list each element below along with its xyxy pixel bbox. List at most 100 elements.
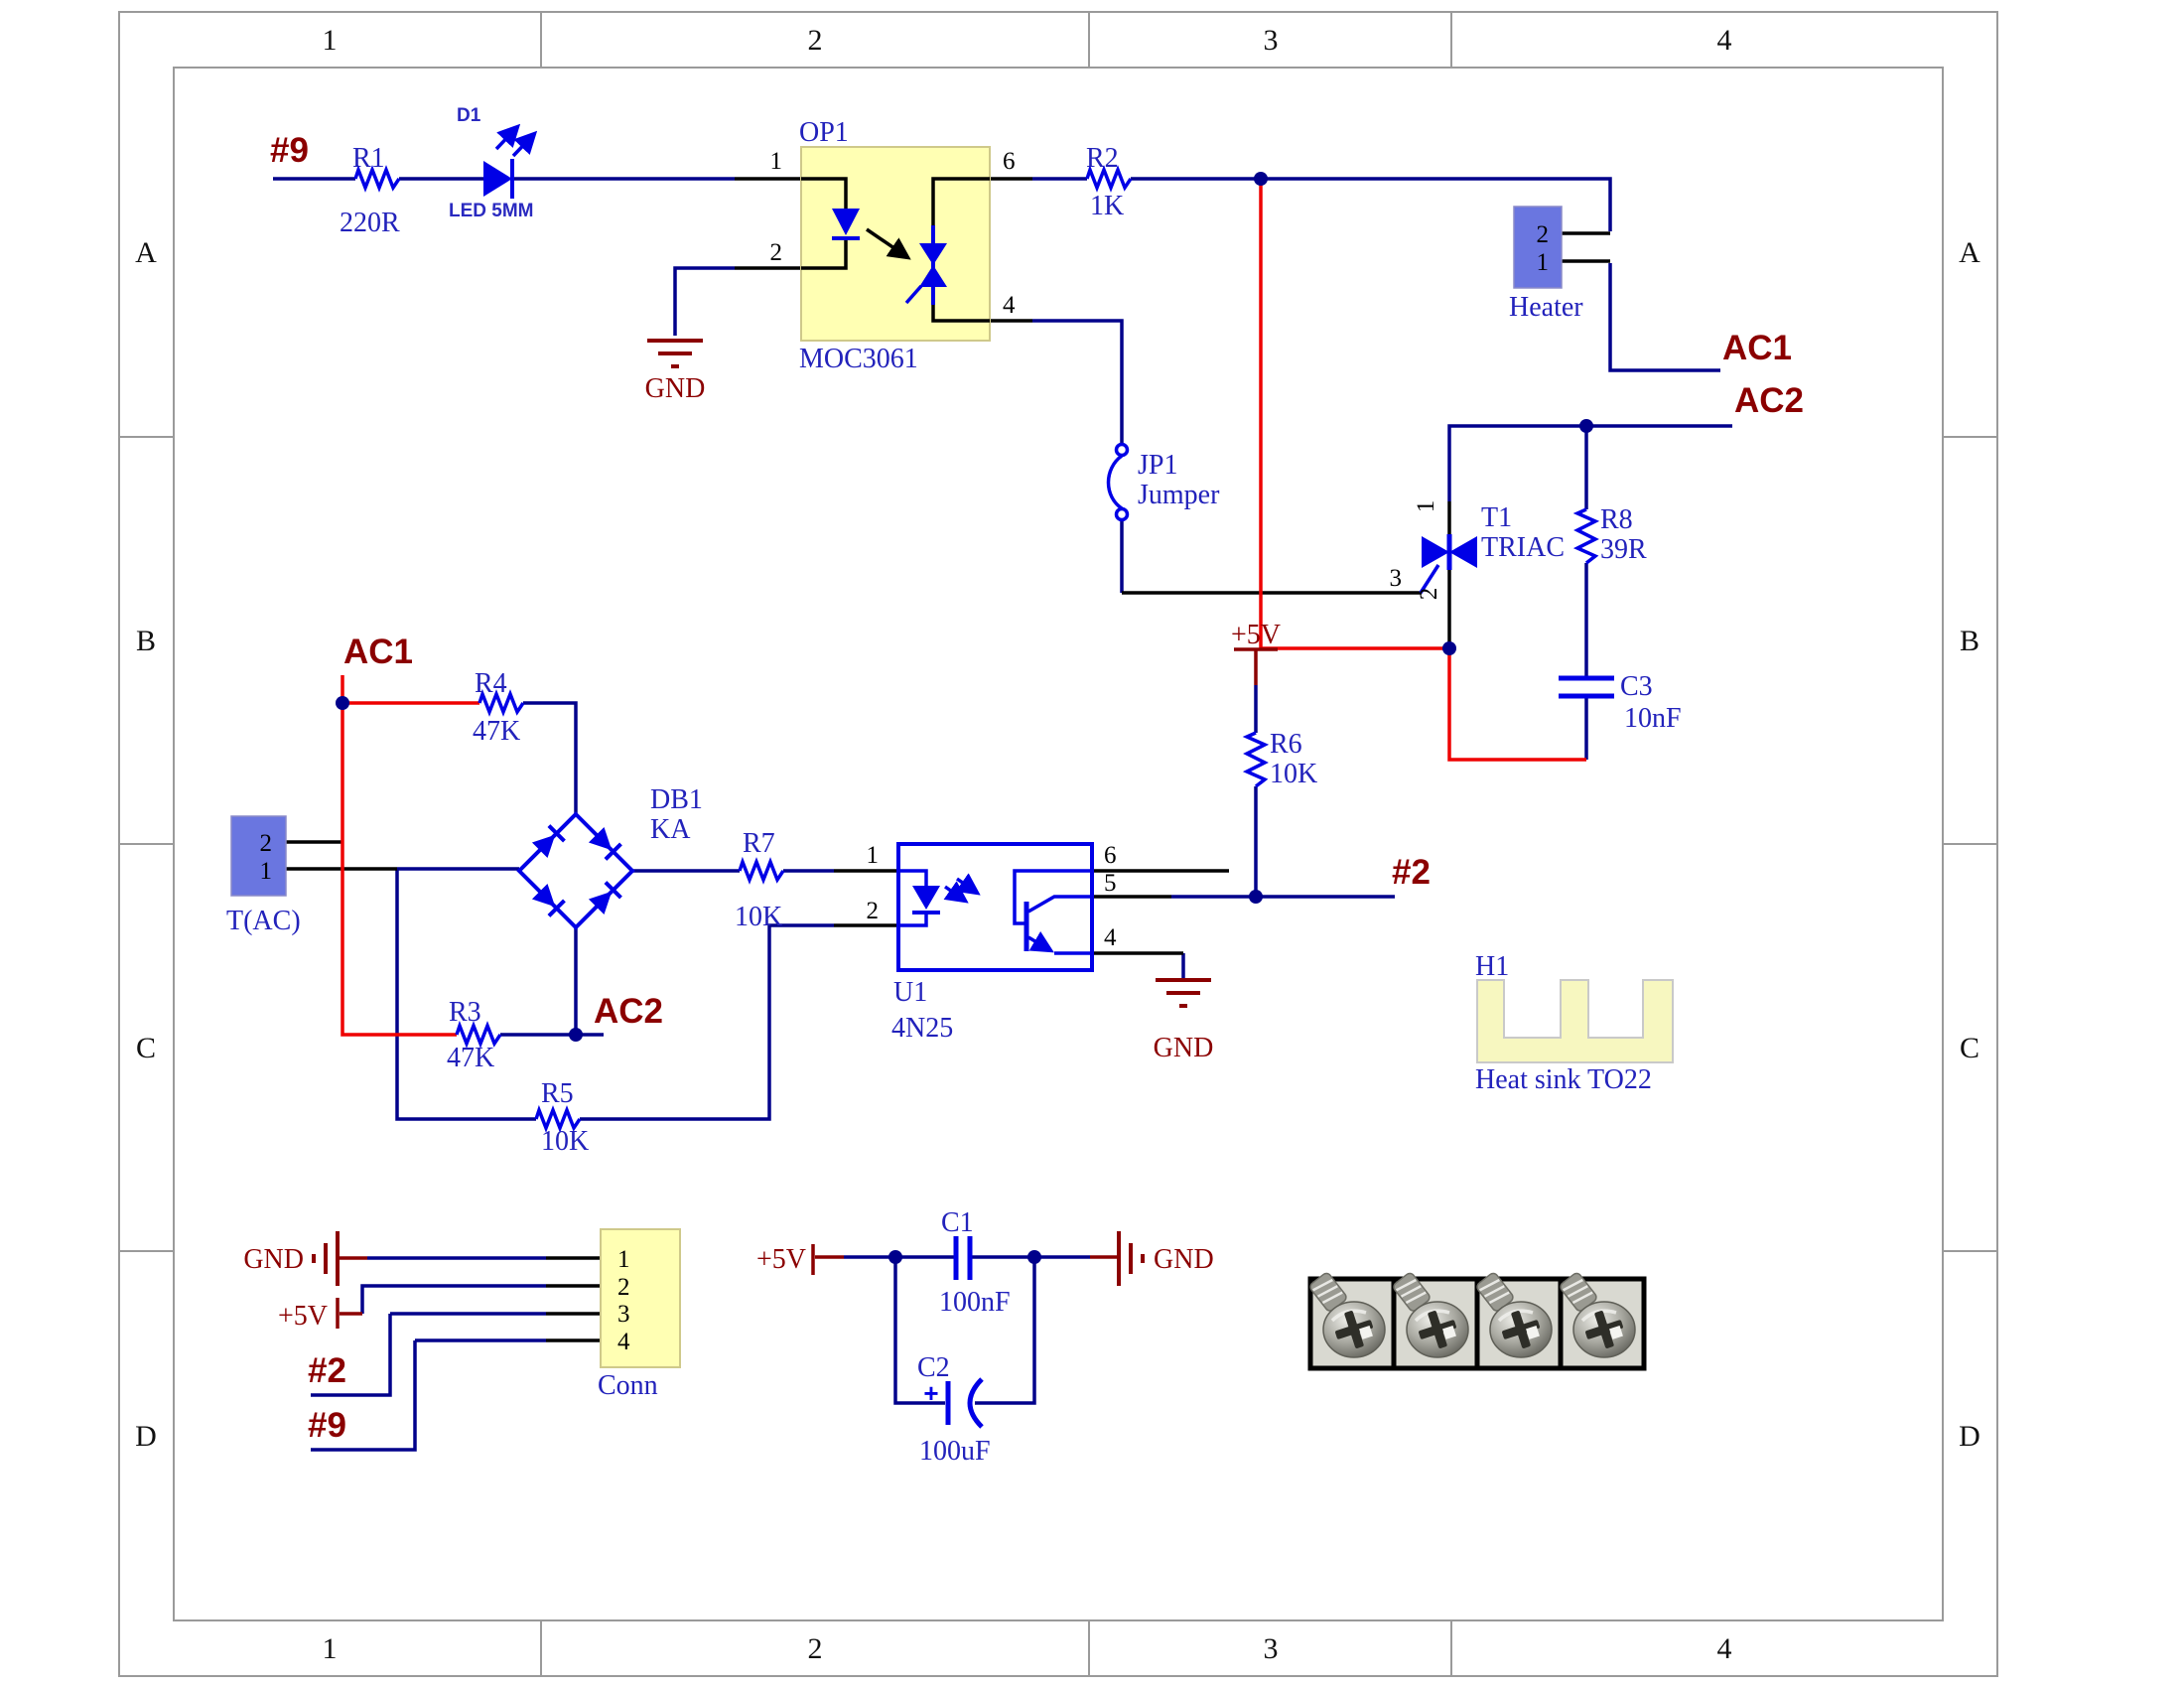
col-label-top-4: 4 xyxy=(1717,24,1732,57)
optocoupler-op1 xyxy=(800,146,991,342)
row-label-left-d: D xyxy=(135,1420,157,1453)
screws-image xyxy=(1307,1269,1647,1371)
conn-pin4-number: 4 xyxy=(617,1329,630,1355)
r8-value-label: 39R xyxy=(1600,534,1647,565)
p5v-label-conn: +5V xyxy=(278,1301,328,1332)
u1-ref-label: U1 xyxy=(893,977,927,1008)
wires-black xyxy=(286,177,1610,1342)
u1-pin4-number: 4 xyxy=(1104,924,1117,951)
net-flag-n9-top: #9 xyxy=(270,131,309,170)
r1-ref-label: R1 xyxy=(352,143,385,174)
jp1-value-label: Jumper xyxy=(1138,480,1220,510)
net-flag-ac1-right: AC1 xyxy=(1722,329,1792,367)
tac-pin2-number: 2 xyxy=(260,830,273,857)
h1-value-label: Heat sink TO22 xyxy=(1475,1064,1652,1095)
row-label-right-d: D xyxy=(1959,1420,1980,1453)
db1-value-label: KA xyxy=(650,814,691,845)
sheet-border xyxy=(118,11,1998,1677)
r5-ref-label: R5 xyxy=(541,1078,574,1109)
heater-ref-label: Heater xyxy=(1509,292,1583,323)
net-flag-ac2-right: AC2 xyxy=(1734,381,1804,420)
d1-ref-label: D1 xyxy=(457,105,481,126)
row-label-left-c: C xyxy=(136,1032,156,1064)
h1-ref-label: H1 xyxy=(1475,951,1509,982)
p5v-label-r6: +5V xyxy=(1231,620,1281,650)
op1-ref-label: OP1 xyxy=(799,117,849,148)
resistor-r1-symbol xyxy=(353,164,401,193)
c2-ref-label: C2 xyxy=(917,1352,950,1383)
c1-value-label: 100nF xyxy=(939,1287,1011,1318)
resistor-r5-symbol xyxy=(534,1104,582,1133)
resistor-r4-symbol xyxy=(478,688,525,717)
t1-pin3-number: 3 xyxy=(1390,565,1403,592)
resistor-r6-symbol xyxy=(1242,731,1270,788)
gnd-symbol-u1 xyxy=(1156,978,1211,1008)
conn-ref-label: Conn xyxy=(598,1370,658,1401)
c2-plus-sign: + xyxy=(923,1378,938,1408)
wires-blue xyxy=(273,177,1732,1452)
junction-dots xyxy=(336,172,1593,1264)
net-flag-n2-right: #2 xyxy=(1392,853,1431,892)
heater-connector xyxy=(1513,206,1563,289)
op1-pin4-number: 4 xyxy=(1003,292,1016,319)
net-flag-n9-bottom: #9 xyxy=(308,1406,346,1445)
gnd-symbol-op1 xyxy=(647,339,703,368)
u1-pin2-number: 2 xyxy=(867,898,880,924)
c1-ref-label: C1 xyxy=(941,1207,974,1238)
bridge-db1-symbol xyxy=(516,811,635,930)
c3-ref-label: C3 xyxy=(1620,671,1653,702)
resistor-r8-symbol xyxy=(1572,507,1600,565)
col-label-top-1: 1 xyxy=(323,24,338,57)
heater-pin1-number: 1 xyxy=(1537,249,1550,276)
gnd-label-c1: GND xyxy=(1154,1244,1214,1275)
resistor-r3-symbol xyxy=(455,1020,502,1049)
resistor-r7-symbol xyxy=(738,856,785,885)
heatsink-h1-symbol xyxy=(1476,979,1674,1063)
r2-ref-label: R2 xyxy=(1086,143,1119,174)
c3-value-label: 10nF xyxy=(1624,703,1682,734)
gnd-symbol-c1 xyxy=(1117,1231,1145,1286)
net-flag-ac2-left: AC2 xyxy=(594,992,663,1031)
grid-labels: 1 2 3 4 1 2 3 4 A B C D A B C D xyxy=(135,24,1980,1665)
t1-value-label: TRIAC xyxy=(1481,532,1565,563)
op1-value-label: MOC3061 xyxy=(799,344,918,374)
gnd-label-conn: GND xyxy=(243,1244,304,1275)
r1-value-label: 220R xyxy=(340,208,400,238)
col-label-bottom-3: 3 xyxy=(1264,1632,1279,1665)
u1-pin1-number: 1 xyxy=(867,842,880,869)
r4-value-label: 47K xyxy=(473,716,520,747)
jumper-jp1-symbol xyxy=(1106,442,1130,522)
led-d1-symbol xyxy=(483,123,538,199)
optocoupler-u1 xyxy=(896,842,1094,972)
u1-value-label: 4N25 xyxy=(891,1013,953,1044)
row-label-left-b: B xyxy=(136,625,156,657)
conn-connector xyxy=(600,1228,681,1368)
row-label-right-b: B xyxy=(1960,625,1979,657)
wires-power xyxy=(336,647,1278,1329)
row-label-left-a: A xyxy=(135,236,157,269)
r6-value-label: 10K xyxy=(1270,759,1317,789)
col-label-top-3: 3 xyxy=(1264,24,1279,57)
r2-value-label: 1K xyxy=(1090,191,1124,221)
gnd-label-op1: GND xyxy=(645,373,706,404)
t1-ref-label: T1 xyxy=(1481,502,1512,533)
jp1-ref-label: JP1 xyxy=(1138,450,1177,481)
conn-pin2-number: 2 xyxy=(617,1274,630,1301)
capacitor-c1-symbol xyxy=(953,1236,973,1280)
u1-pin6-number: 6 xyxy=(1104,842,1117,869)
t1-pin1-number: 1 xyxy=(1413,500,1439,513)
d1-value-label: LED 5MM xyxy=(449,201,534,221)
col-label-bottom-1: 1 xyxy=(323,1632,338,1665)
op1-pin1-number: 1 xyxy=(770,148,783,175)
r6-ref-label: R6 xyxy=(1270,729,1302,760)
triac-t1-symbol xyxy=(1419,534,1477,594)
heater-pin2-number: 2 xyxy=(1537,221,1550,248)
screw-icon xyxy=(1309,1272,1386,1358)
col-label-top-2: 2 xyxy=(808,24,823,57)
r4-ref-label: R4 xyxy=(475,668,507,699)
net-flag-n2-left: #2 xyxy=(308,1351,346,1390)
r7-value-label: 10K xyxy=(735,902,782,932)
r8-ref-label: R8 xyxy=(1600,504,1633,535)
r5-value-label: 10K xyxy=(541,1126,589,1157)
